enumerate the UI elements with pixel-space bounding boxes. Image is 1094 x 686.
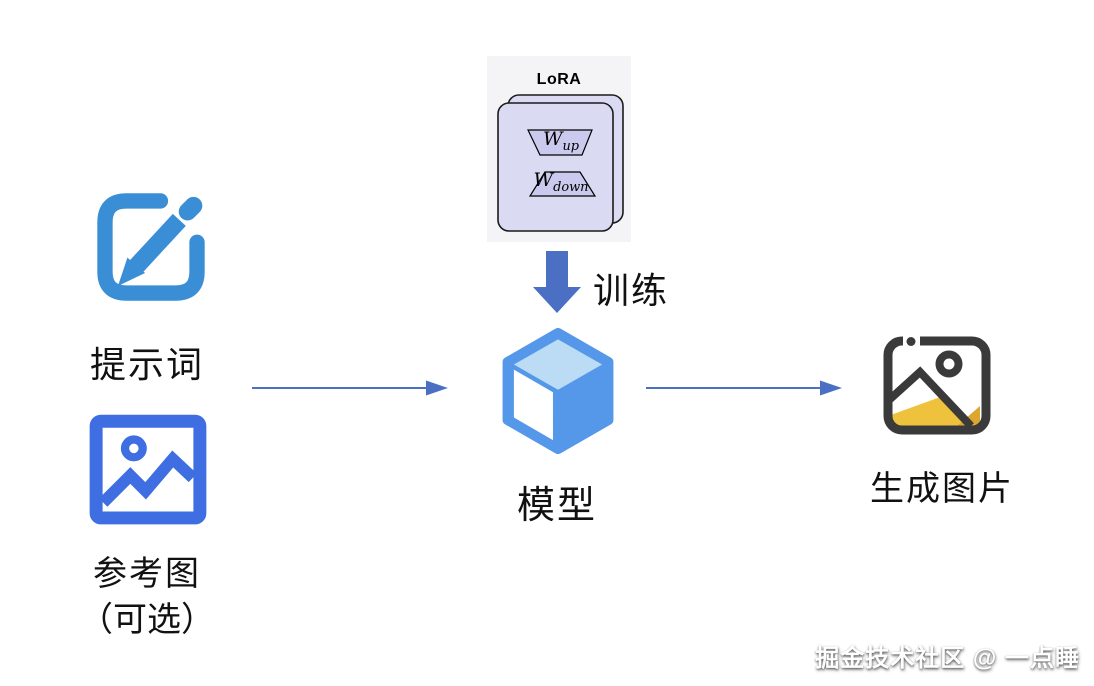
thick-down-arrow-icon — [533, 251, 581, 313]
cube-3d-icon — [502, 328, 614, 454]
output-label: 生成图片 — [870, 470, 1014, 508]
w-up-trapezoid — [527, 129, 593, 156]
image-picture-icon — [89, 414, 207, 525]
edit-pencil-icon — [97, 193, 205, 301]
watermark: 掘金技术社区 @ 一点睡 — [815, 645, 1080, 672]
arrow-inputs-to-model — [252, 380, 448, 396]
generated-image-icon — [883, 336, 991, 435]
train-label: 训练 — [593, 270, 670, 311]
arrow-model-to-output — [646, 380, 842, 396]
w-down-trapezoid — [528, 171, 597, 197]
lora-figure: LoRA Wup Wdown — [487, 56, 631, 242]
reference-optional-note: （可选） — [79, 601, 215, 639]
w-down-label: Wdown — [533, 169, 589, 195]
lora-title: LoRA — [536, 71, 582, 88]
w-up-label: Wup — [542, 128, 580, 154]
model-label: 模型 — [516, 485, 597, 527]
reference-label: 参考图 — [93, 555, 201, 593]
prompt-label: 提示词 — [89, 344, 204, 385]
lora-weights-graphic — [497, 94, 624, 232]
